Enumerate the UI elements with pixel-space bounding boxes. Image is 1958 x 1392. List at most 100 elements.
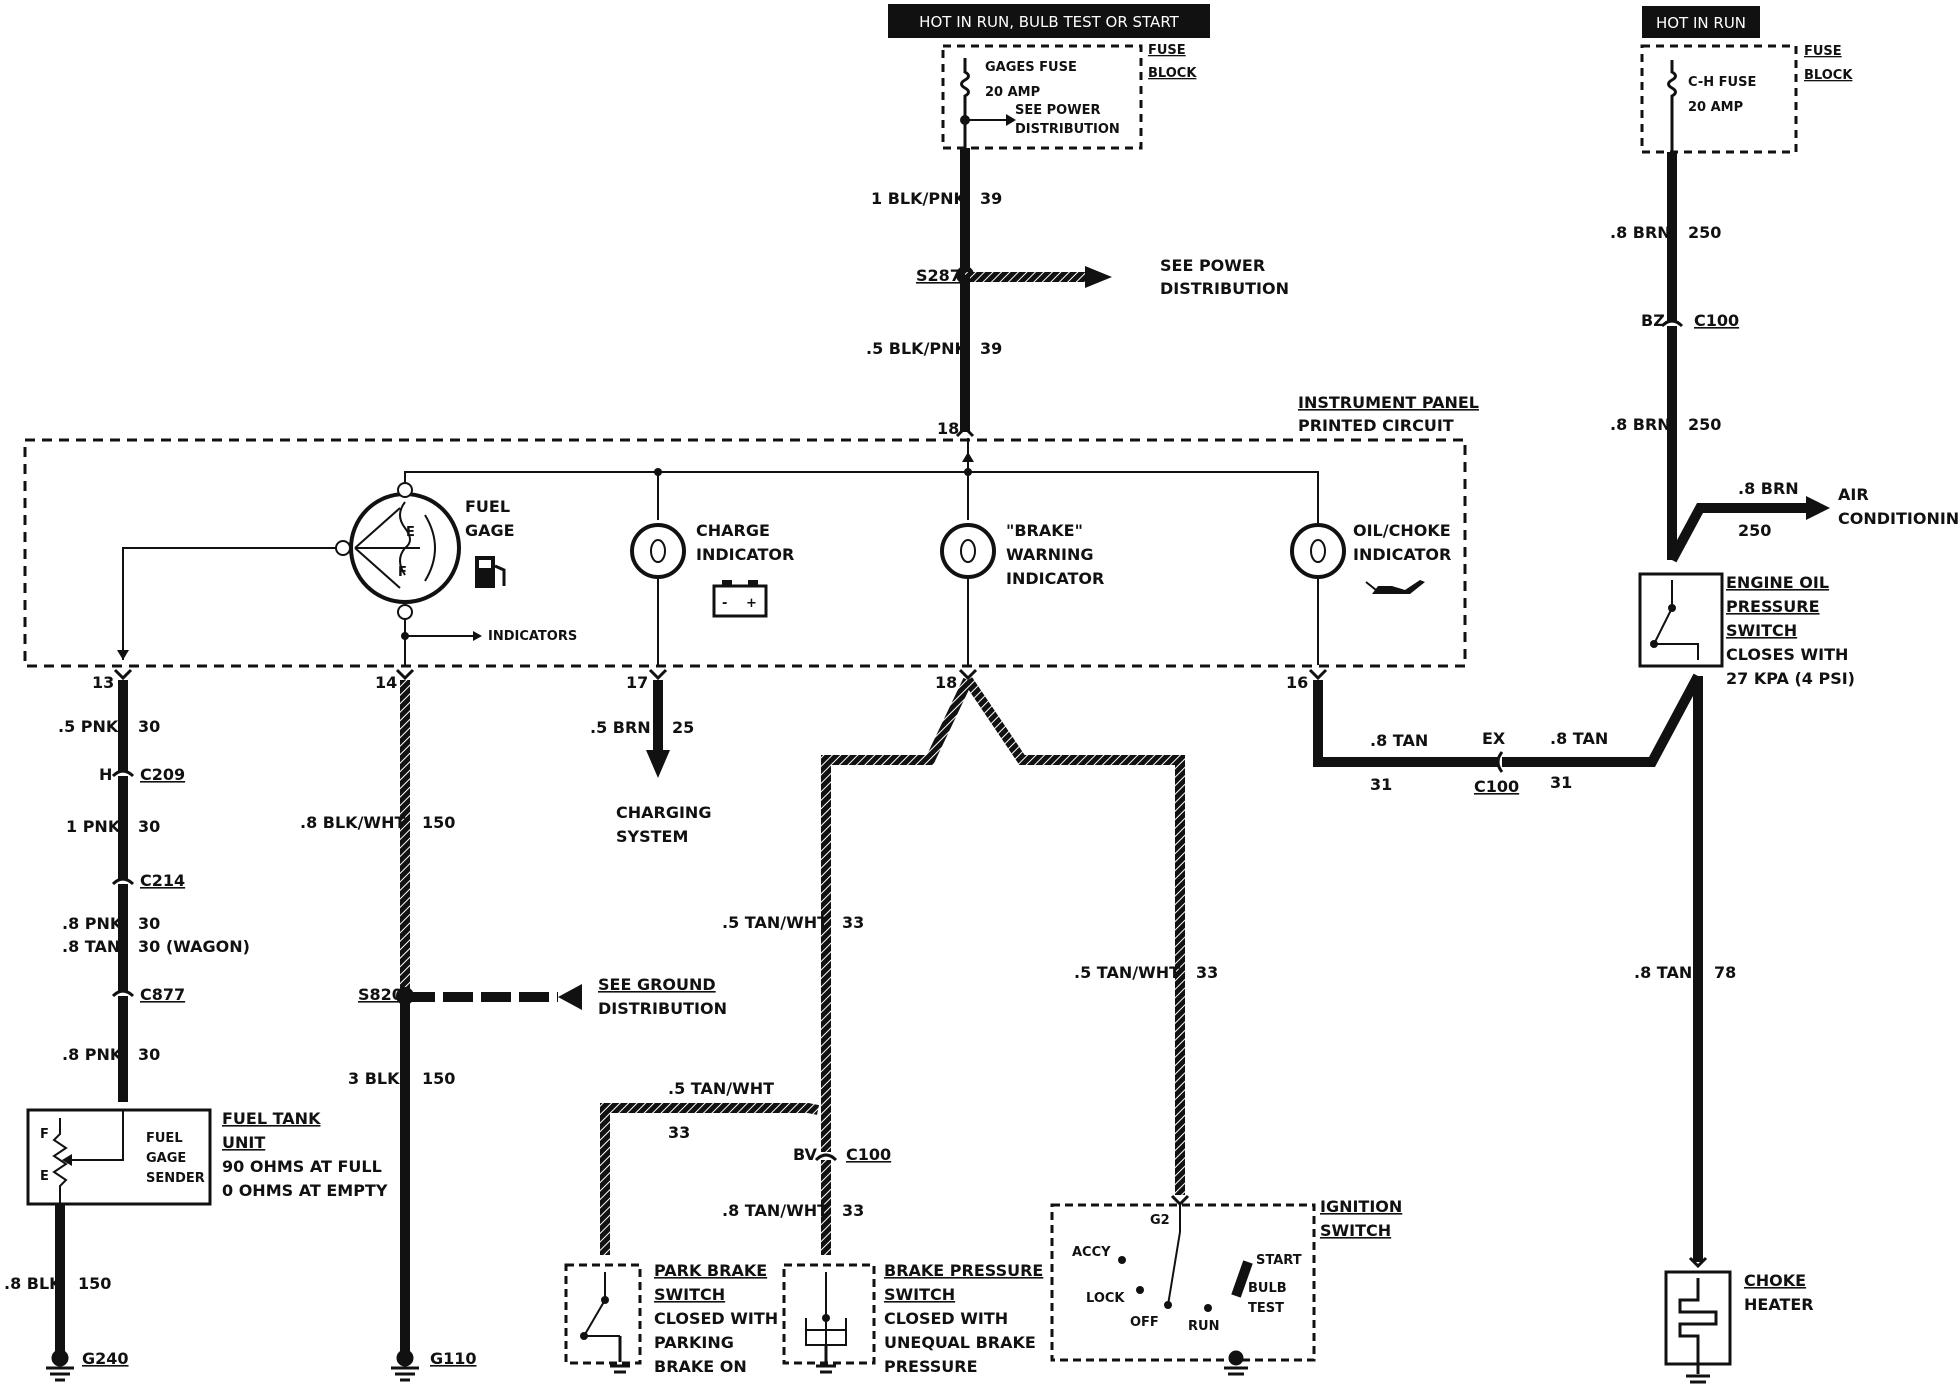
oil-t1-num: 31 [1370,775,1392,794]
brake-w1-num: 33 [842,913,864,932]
indicators-arrow [473,631,482,641]
brake-pressure-label-1: BRAKE PRESSURE [884,1261,1043,1280]
ignition-start-contact [1231,1260,1253,1298]
oil-pressure-switch-contacts [1653,580,1699,660]
fuse-block-r-2: BLOCK [1804,68,1853,83]
ignition-test: TEST [1248,1301,1284,1316]
c214-label: C214 [140,871,185,890]
brake-w3-gauge: .5 TAN/WHT [668,1079,774,1098]
fuel-sender-wiper-arrow [62,1154,72,1166]
c100-ex-label: C100 [1474,777,1519,796]
fuel-gage-term-left [335,540,351,556]
fuel-tank-label-4: 0 OHMS AT EMPTY [222,1181,388,1200]
brake-label-2: WARNING [1006,545,1094,564]
instrument-panel-box [23,438,1467,668]
oil-sw-label-5: 27 KPA (4 PSI) [1726,669,1855,688]
fuel-w5-gauge: .8 PNK [62,1045,123,1064]
wire-39-upper-num: 39 [980,189,1002,208]
choke-w1-gauge: .8 BRN [1610,223,1671,242]
s820-branch-arrow [558,984,582,1010]
gages-see-power-1: SEE POWER [1015,103,1100,118]
fuel-w3-gauge: .8 PNK [62,914,123,933]
splice-s820-label: S820 [358,985,403,1004]
brake-wire-right [963,677,1185,1195]
brake-w4-gauge: .8 TAN/WHT [722,1201,828,1220]
gauge-ground-w1-gauge: .8 BLK/WHT [300,813,405,832]
fuel-sender-label-2: GAGE [146,1151,186,1166]
fuel-sender-resistor [52,1118,68,1204]
fuel-sender-label-3: SENDER [146,1171,205,1186]
brake-bulb [940,523,996,579]
ac-label-1: AIR [1838,485,1869,504]
fuel-sender-wiper [72,1110,124,1161]
choke-w3-gauge: .8 TAN [1634,963,1692,982]
s287-see-power-2: DISTRIBUTION [1160,279,1289,298]
ignition-switch-box [1050,1203,1316,1362]
park-brake-label-4: PARKING [654,1333,734,1352]
ignition-run: RUN [1188,1319,1219,1334]
brake-pressure-switch-node [822,1314,830,1322]
see-ground-2: DISTRIBUTION [598,999,727,1018]
pin-18: 18 [935,673,957,692]
park-brake-label-1: PARK BRAKE [654,1261,767,1280]
charge-bulb [630,523,686,579]
gages-fuse-symbol [960,58,970,148]
panel-bus [404,471,1319,545]
battery-icon: - + [712,580,768,618]
fuel-gage-f: F [398,565,407,580]
ground-g240-symbol [46,1349,74,1382]
ignition-g2: G2 [1150,1213,1170,1228]
brake-pressure-label-5: PRESSURE [884,1357,978,1376]
charge-wire-arrow [646,750,670,778]
oil-sw-label-4: CLOSES WITH [1726,645,1848,664]
brake-pressure-label-4: UNEQUAL BRAKE [884,1333,1036,1352]
ignition-bulb: BULB [1248,1281,1287,1296]
ignition-g2-connector [1170,1194,1190,1207]
ignition-pivot [1164,1301,1172,1309]
wire-39-upper-gauge: 1 BLK/PNK [871,189,966,208]
fuel-w6-num: 150 [78,1274,111,1293]
fuel-tank-label-2: UNIT [222,1133,265,1152]
brake-pressure-switch-box [782,1263,876,1365]
charge-label-1: CHARGE [696,521,770,540]
fuse-block-label-1: FUSE [1148,43,1186,58]
fuel-gage-label-1: FUEL [465,497,510,516]
fuel-gage-e: E [406,525,415,540]
fuel-w4-gauge: .8 TAN [62,937,120,956]
choke-w3-num: 78 [1714,963,1736,982]
ch-fuse-symbol [1667,60,1677,152]
gages-fuse-box [941,44,1143,150]
fuel-gage-sender-wire-arrow [117,650,129,660]
fuel-w6-gauge: .8 BLK [4,1274,62,1293]
brake-wire-left [821,677,973,1152]
c100-brake-letters: BV [793,1145,818,1164]
choke-heater-ground-symbol [1686,1364,1710,1384]
svg-text:-: - [722,596,727,611]
brake-pressure-ground-symbol [816,1345,836,1374]
charge-label-2: INDICATOR [696,545,794,564]
s287-branch-arrow [1085,266,1112,288]
ground-g110-label: G110 [430,1349,477,1368]
brake-w2-gauge: .5 TAN/WHT [1074,963,1180,982]
c100-brake-label: C100 [846,1145,891,1164]
fuel-tank-unit-box [26,1108,212,1206]
charge-w1-num: 25 [672,718,694,737]
fuse-block-label-2: BLOCK [1148,66,1197,81]
fuel-circuit-connectors [111,769,135,998]
park-brake-ground-symbol [610,1336,630,1374]
ignition-off: OFF [1130,1315,1159,1330]
ignition-label-1: IGNITION [1320,1197,1402,1216]
fuel-sender-e: E [40,1169,49,1184]
park-brake-switch-pivot [601,1296,609,1304]
panel-title-1: INSTRUMENT PANEL [1298,393,1479,412]
c100-ex-letters: EX [1482,729,1506,748]
brake-park-wire [600,1103,819,1255]
oil-sw-label-3: SWITCH [1726,621,1797,640]
park-brake-switch-contacts [583,1272,620,1337]
fuel-w5-num: 30 [138,1045,160,1064]
oil-t2-gauge: .8 TAN [1550,729,1608,748]
brake-w1-gauge: .5 TAN/WHT [722,913,828,932]
fuel-sender-f: F [40,1127,49,1142]
gages-fuse-label: GAGES FUSE [985,60,1077,75]
